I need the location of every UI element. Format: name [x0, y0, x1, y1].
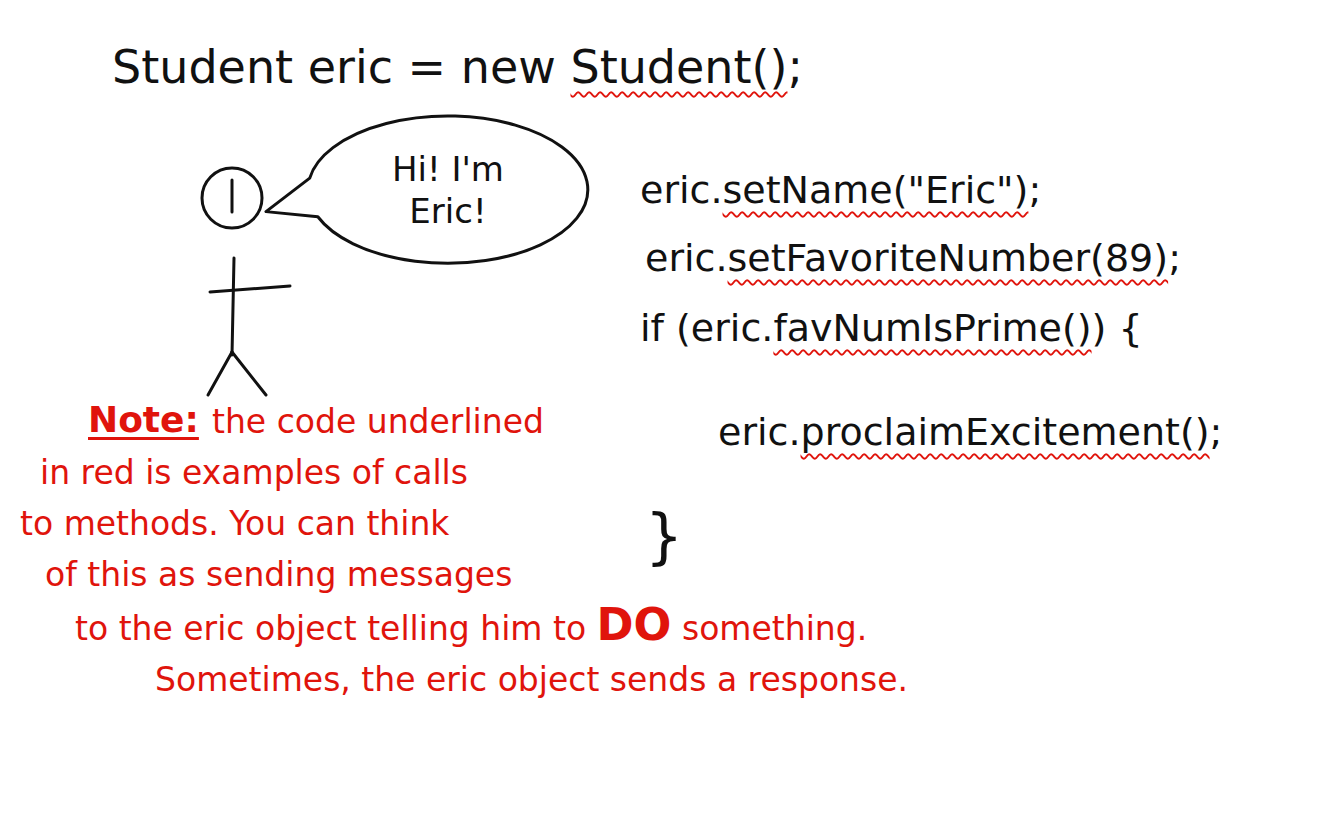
note-line: in red is examples of calls: [40, 447, 908, 498]
method-call: proclaimExcitement(): [801, 410, 1210, 454]
note-line: of this as sending messages: [45, 549, 908, 600]
figure-leg: [232, 352, 266, 395]
bubble-shape: [266, 116, 588, 263]
method-call: setName("Eric"): [723, 168, 1029, 212]
code-line: Student eric = new Student();: [112, 40, 803, 95]
method-call: setFavoriteNumber(89): [728, 236, 1169, 280]
figure-body: [232, 258, 234, 355]
code-line: eric.setName("Eric");: [640, 168, 1041, 214]
emphasis-word: DO: [597, 599, 672, 651]
figure-head: [202, 168, 262, 228]
note-line: to the eric object telling him to DO som…: [75, 600, 908, 654]
code-line: if (eric.favNumIsPrime()) {: [640, 306, 1143, 352]
note-heading: Note:: [88, 398, 199, 441]
code-line: eric.proclaimExcitement();: [718, 410, 1222, 456]
figure-arms: [210, 286, 290, 292]
method-call: Student(): [570, 40, 787, 94]
note-text: the code underlined in red is examples o…: [0, 396, 908, 705]
note-line: to methods. You can think: [20, 498, 908, 549]
bubble-text-wrap: Hi! I'm Eric!: [353, 148, 543, 233]
speech-bubble: Hi! I'm Eric!: [308, 116, 588, 263]
note-line: Sometimes, the eric object sends a respo…: [155, 654, 908, 705]
code-line: }: [645, 500, 683, 572]
figure-leg: [208, 352, 232, 395]
note-line: the code underlined: [212, 396, 908, 447]
code-line: eric.setFavoriteNumber(89);: [645, 236, 1181, 282]
method-call: favNumIsPrime(): [773, 306, 1091, 350]
bubble-outline: [308, 116, 588, 263]
bubble-text: Hi! I'm Eric!: [353, 148, 543, 233]
figure-face: [231, 180, 234, 212]
